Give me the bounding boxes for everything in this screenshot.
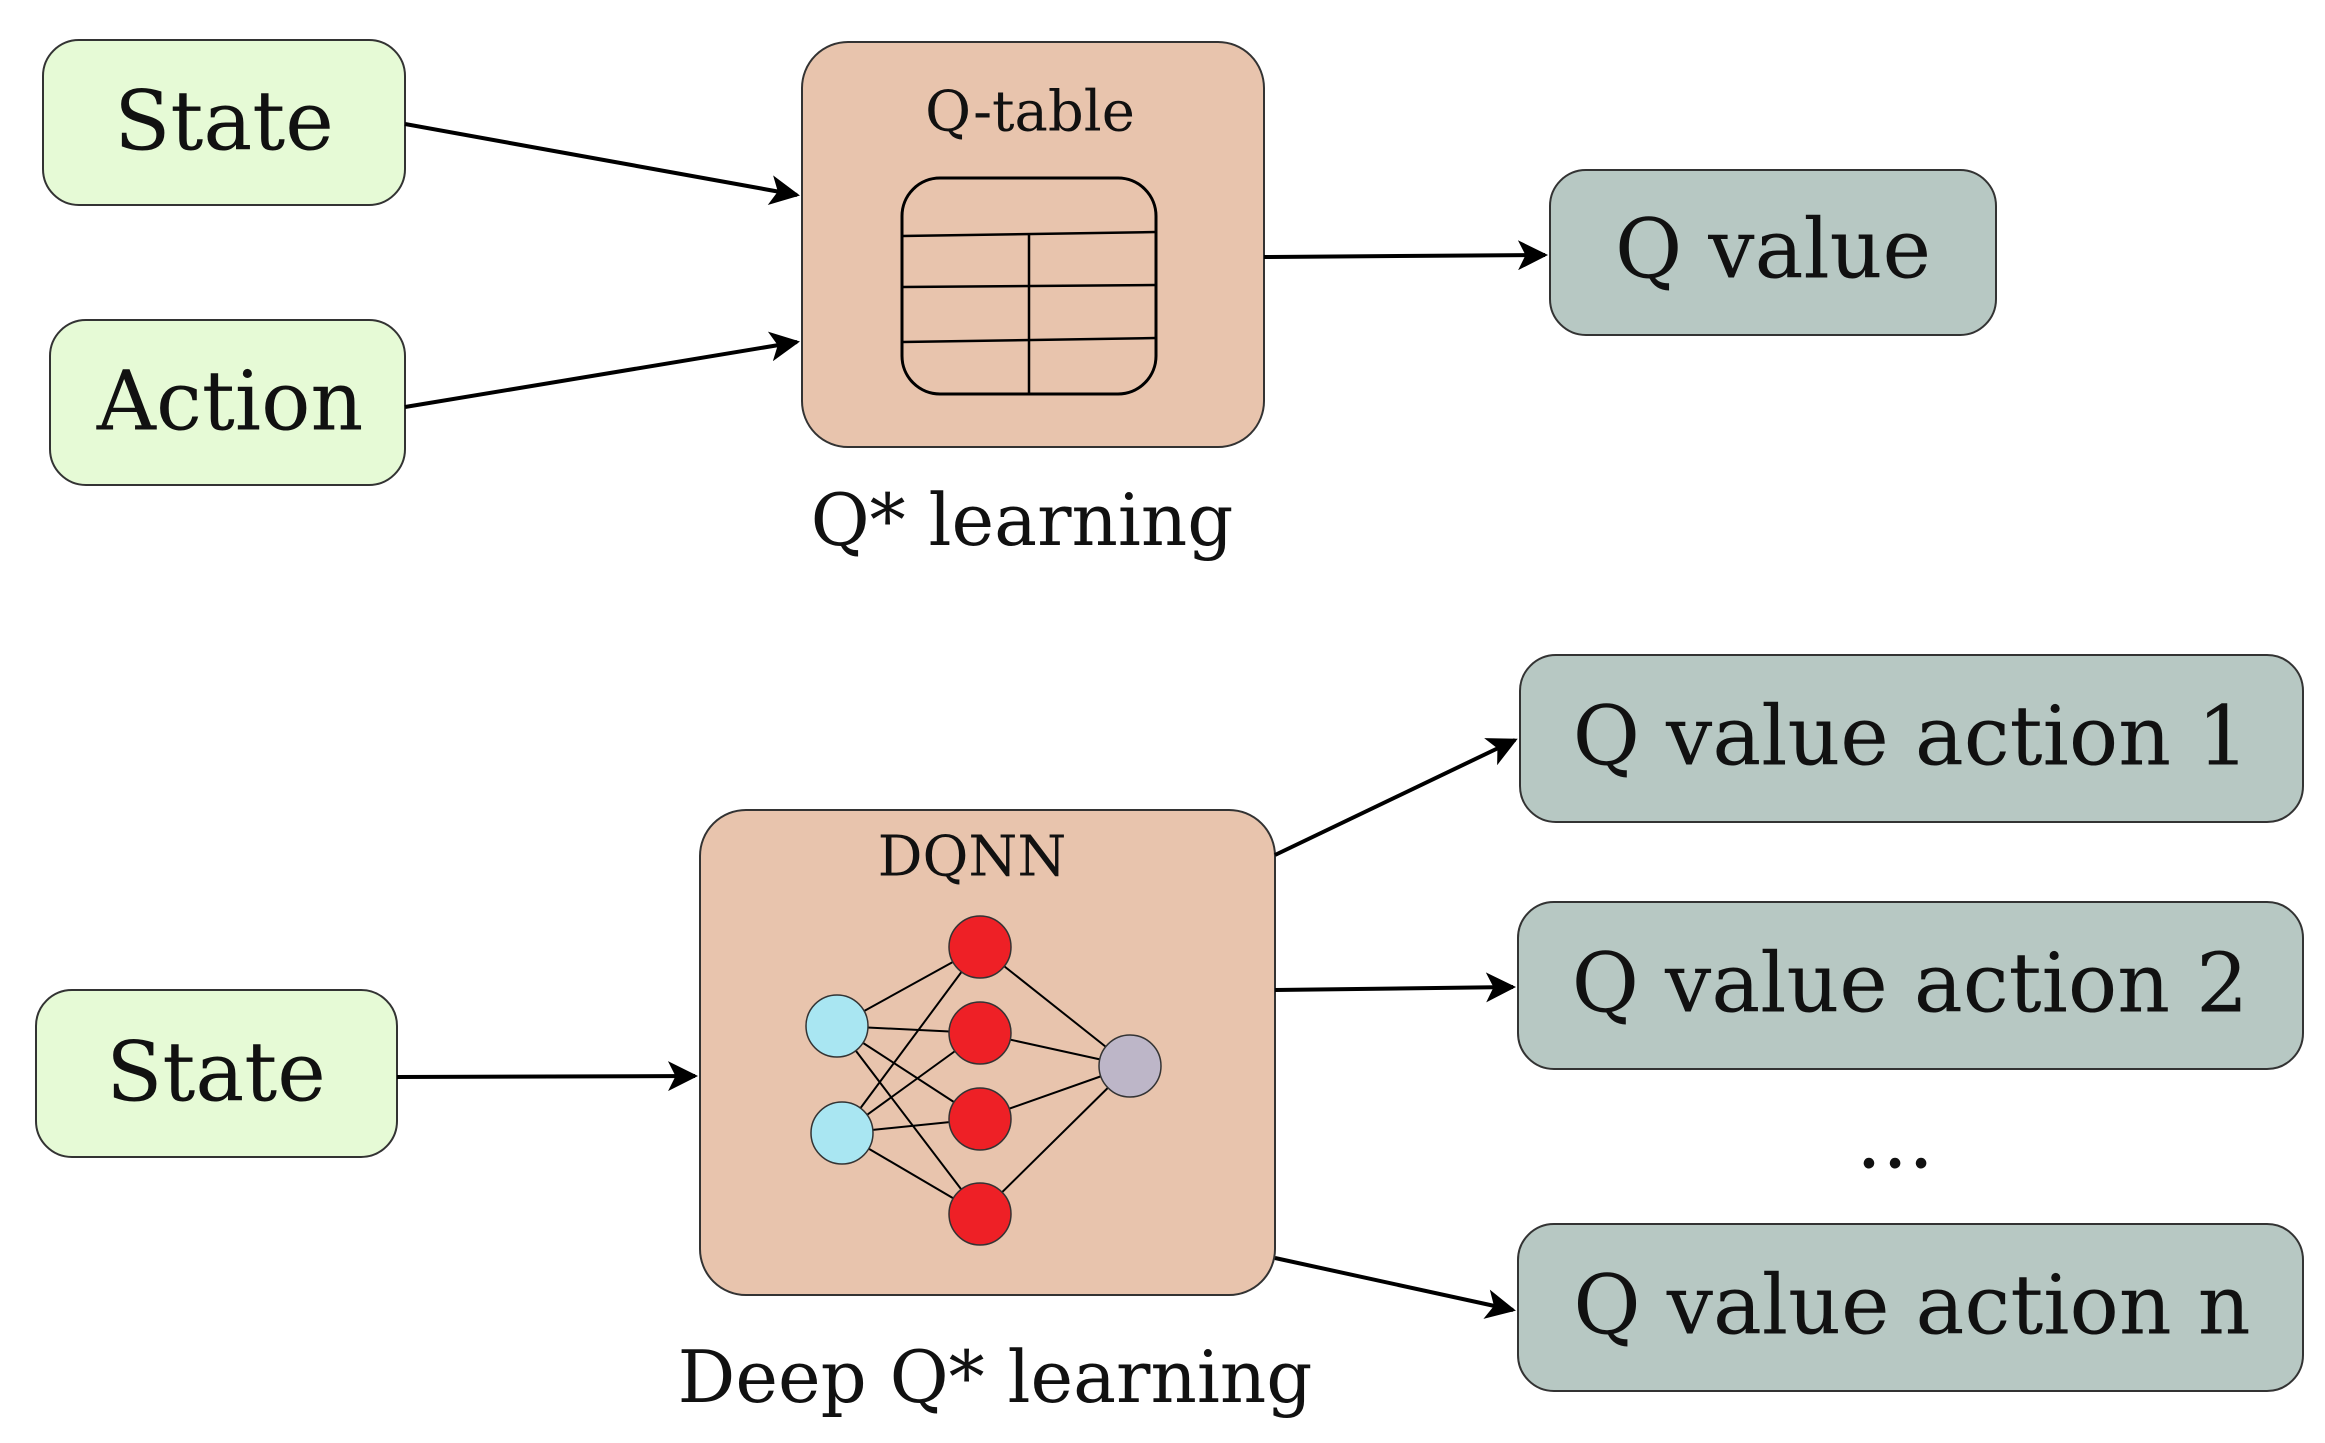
network-hidden-node xyxy=(948,1182,1012,1246)
deep-q-learning-diagram: State DQNN xyxy=(35,654,2304,1419)
q-learning-caption: Q* learning xyxy=(811,478,1234,562)
q-table-title: Q-table xyxy=(925,80,1135,145)
edge-state-to-dqnn xyxy=(396,1061,698,1092)
q-value-action-2-box: Q value action 2 xyxy=(1517,901,2304,1070)
dqn-state-input-box: State xyxy=(35,989,398,1158)
edge-dqnn-to-action-n xyxy=(1274,1256,1516,1319)
edge-state-to-q-table xyxy=(404,122,800,205)
dqnn-box: DQNN xyxy=(699,809,1276,1296)
deep-q-learning-caption: Deep Q* learning xyxy=(678,1335,1313,1419)
q-value-action-n-label: Q value action n xyxy=(1573,1259,2250,1354)
q-learning-diagram: State Action Q-table Q* learning Q value xyxy=(42,39,1997,562)
network-output-node xyxy=(1098,1034,1162,1098)
dqnn-title: DQNN xyxy=(878,825,1067,890)
network-input-node xyxy=(805,994,869,1058)
q-value-action-1-box: Q value action 1 xyxy=(1519,654,2304,823)
action-input-label: Action xyxy=(96,355,364,450)
state-input-label: State xyxy=(114,75,334,170)
neural-network-icon xyxy=(805,915,1162,1246)
edge-q-table-to-q-value xyxy=(1263,240,1548,271)
q-value-action-2-label: Q value action 2 xyxy=(1572,937,2249,1032)
edge-dqnn-to-action-1 xyxy=(1274,738,1518,857)
action-input-box: Action xyxy=(49,319,406,486)
edge-action-to-q-table xyxy=(404,331,800,409)
table-icon xyxy=(900,176,1158,396)
network-hidden-node xyxy=(948,1087,1012,1151)
network-hidden-node xyxy=(948,915,1012,979)
q-table-box: Q-table xyxy=(801,41,1265,448)
network-hidden-node xyxy=(948,1001,1012,1065)
outputs-ellipsis: ... xyxy=(1856,1093,1934,1188)
q-value-output-label: Q value xyxy=(1615,203,1931,298)
q-value-action-n-box: Q value action n xyxy=(1517,1223,2304,1392)
edge-dqnn-to-action-2 xyxy=(1274,972,1516,1003)
network-input-node xyxy=(810,1101,874,1165)
dqn-state-input-label: State xyxy=(106,1026,326,1121)
state-input-box: State xyxy=(42,39,406,206)
q-value-output-box: Q value xyxy=(1549,169,1997,336)
q-value-action-1-label: Q value action 1 xyxy=(1573,690,2250,785)
